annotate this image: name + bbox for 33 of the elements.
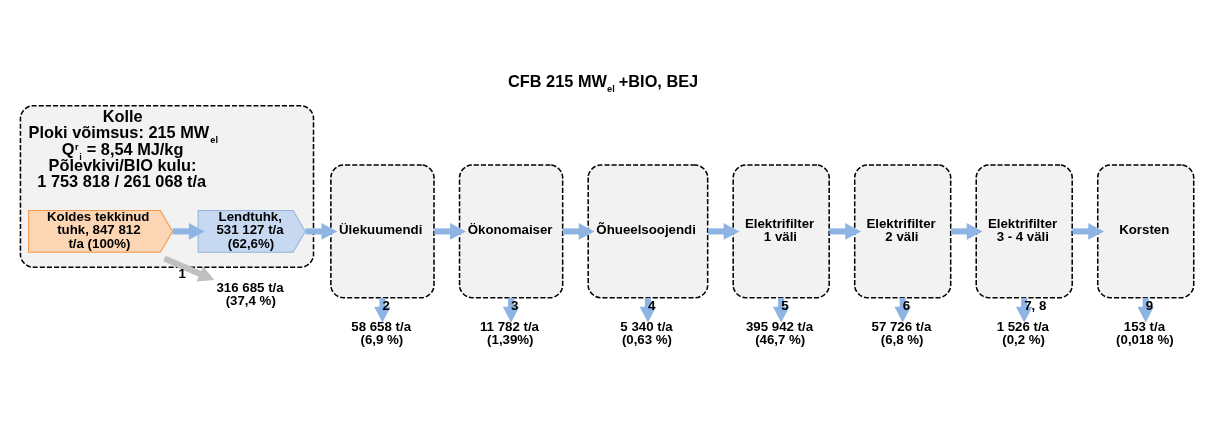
diagram-title: CFB 215 MW$_{el}$ +BIO, BEJ [508, 71, 699, 94]
edge-label: 4 [647, 297, 656, 313]
node-box: Ülekuumendi [330, 163, 435, 299]
node-text: 5 340 t/a (0,63 %) [620, 318, 673, 347]
arrow [163, 255, 215, 281]
arrow [708, 222, 740, 240]
edge-label: 1 [178, 265, 186, 281]
arrow [829, 222, 861, 240]
edge-label: 5 [781, 297, 789, 313]
edge-label: 6 [902, 297, 911, 313]
edge-label: 3 [511, 297, 519, 313]
edge-label: 9 [1145, 297, 1154, 313]
edge-label: 2 [382, 297, 390, 313]
node-text: 11 782 t/a (1,39%) [479, 318, 539, 347]
arrow [950, 222, 983, 240]
node-text: 57 726 t/a (6,8 %) [871, 318, 932, 347]
node-box: Ökonomaiser [458, 163, 564, 299]
node-text: 395 942 t/a (46,7 %) [745, 318, 814, 347]
node-box: Elektrifilter 3 - 4 väli [975, 163, 1073, 299]
arrow [562, 222, 595, 240]
arrow [1072, 222, 1105, 240]
node-text: 58 658 t/a (6,9 %) [351, 318, 412, 347]
edge-label: 7, 8 [1024, 297, 1047, 313]
node-box: Elektrifilter 2 väli [853, 163, 952, 299]
node-box: Elektrifilter 1 väli [732, 163, 830, 299]
arrow [434, 222, 466, 240]
arrow [172, 222, 205, 240]
node-text: 1 526 t/a (0,2 %) [996, 318, 1050, 347]
node-text: 153 t/a (0,018 %) [1116, 318, 1174, 347]
node-box: Korsten [1096, 163, 1195, 299]
node-text: 316 685 t/a (37,4 %) [216, 279, 284, 308]
arrow [305, 222, 338, 240]
node-box: Õhueelsoojendi [587, 163, 709, 299]
